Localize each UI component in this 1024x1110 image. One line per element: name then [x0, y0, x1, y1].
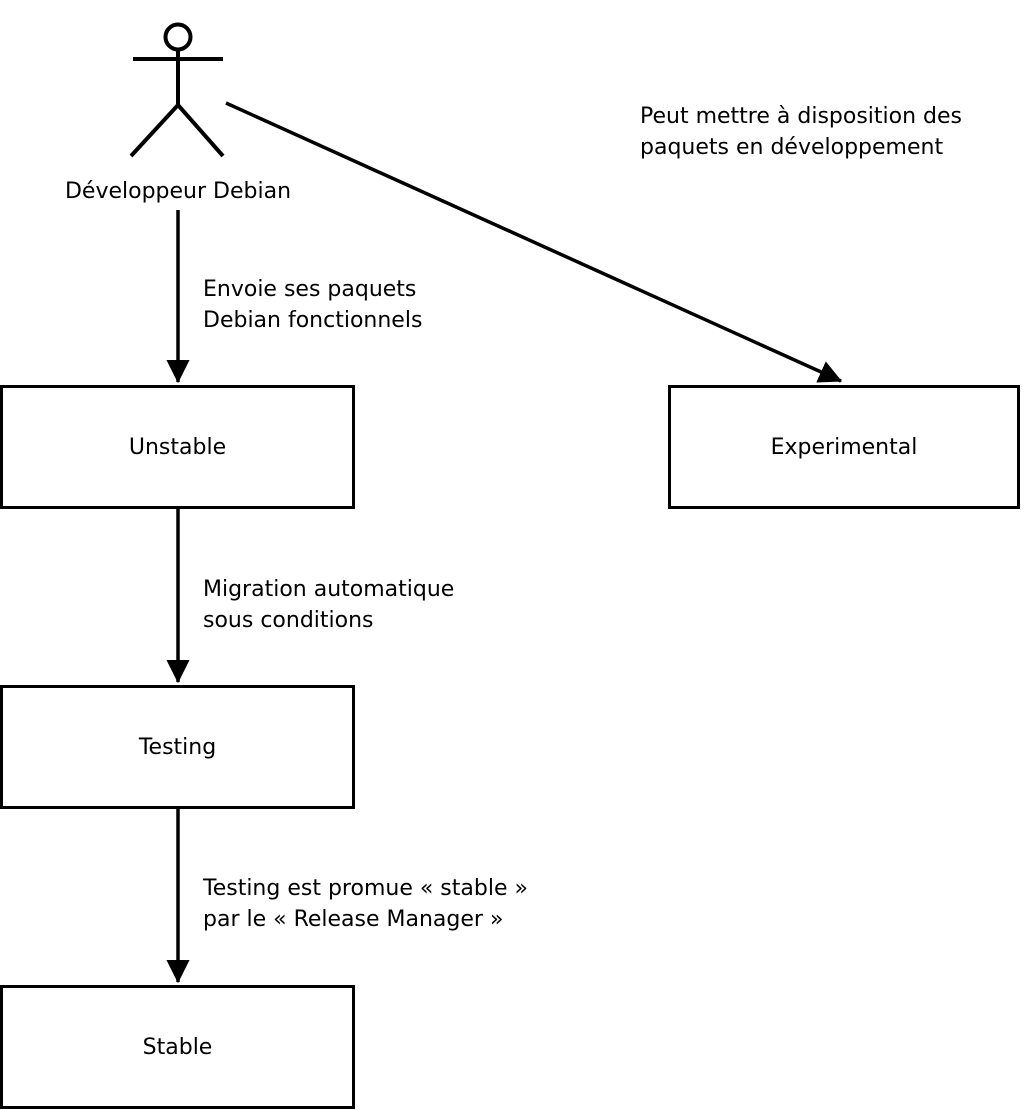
node-testing: Testing	[0, 685, 355, 809]
node-experimental-label: Experimental	[770, 434, 918, 460]
actor-leg-right	[176, 103, 225, 158]
actor-leg-left	[129, 103, 180, 158]
edge-label-migration-line2: sous conditions	[203, 608, 374, 633]
node-stable: Stable	[0, 985, 355, 1109]
edge-label-promue-line2: par le « Release Manager »	[203, 907, 504, 932]
edge-label-migration-automatique: Migration automatique sous conditions	[203, 574, 454, 636]
node-unstable: Unstable	[0, 385, 355, 509]
actor-head	[163, 22, 193, 52]
edge-label-envoie-line2: Debian fonctionnels	[203, 308, 423, 333]
arrow-developer-to-experimental	[225, 101, 843, 383]
edge-label-peut-line1: Peut mettre à disposition des	[640, 104, 962, 129]
node-testing-label: Testing	[138, 734, 217, 760]
edge-label-envoie-paquets: Envoie ses paquets Debian fonctionnels	[203, 274, 422, 336]
edge-label-peut-mettre-disposition: Peut mettre à disposition des paquets en…	[640, 101, 962, 163]
node-unstable-label: Unstable	[128, 434, 227, 460]
edge-label-peut-line2: paquets en développement	[640, 135, 944, 160]
actor-developer-figure	[129, 22, 225, 158]
edge-label-envoie-line1: Envoie ses paquets	[203, 277, 417, 302]
edge-label-promue-line1: Testing est promue « stable »	[203, 876, 528, 901]
edge-label-testing-promue-stable: Testing est promue « stable » par le « R…	[203, 873, 528, 935]
edge-label-migration-line1: Migration automatique	[203, 577, 455, 602]
actor-label-developpeur-debian: Développeur Debian	[64, 179, 292, 204]
node-experimental: Experimental	[668, 385, 1020, 509]
node-stable-label: Stable	[142, 1034, 213, 1060]
